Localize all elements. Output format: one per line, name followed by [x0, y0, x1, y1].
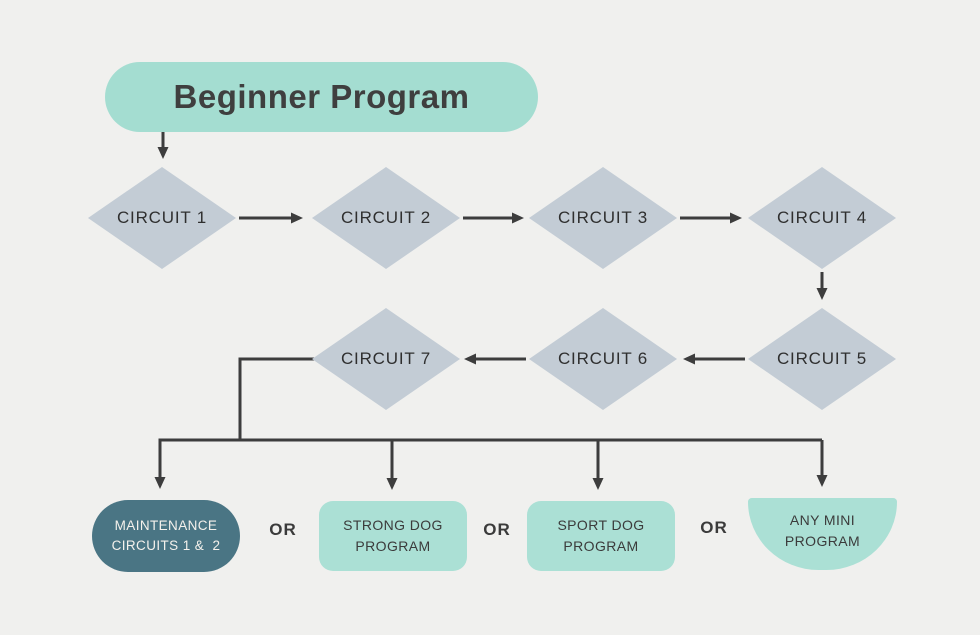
- outcome-maintenance-circuits: MAINTENANCE CIRCUITS 1 & 2: [92, 500, 240, 572]
- outcome-label-line2: PROGRAM: [784, 533, 861, 549]
- outcome-label-line1: ANY MINI: [789, 512, 856, 528]
- node-label: CIRCUIT 5: [776, 349, 867, 368]
- outcome-label-line1: SPORT DOG: [557, 517, 645, 533]
- or-separator-1: OR: [269, 520, 297, 539]
- elbow-circuit7-to-bus: [238, 357, 315, 441]
- node-label: CIRCUIT 7: [340, 349, 431, 368]
- page-title: Beginner Program: [173, 78, 470, 115]
- outcome-label-line1: MAINTENANCE: [114, 517, 218, 533]
- node-label: CIRCUIT 6: [557, 349, 648, 368]
- header-pill: Beginner Program: [105, 62, 538, 132]
- or-separator-3: OR: [700, 518, 728, 537]
- outcome-label-line1: STRONG DOG: [343, 517, 443, 533]
- node-label: CIRCUIT 4: [776, 208, 867, 227]
- outcome-label-line2: PROGRAM: [355, 538, 431, 554]
- outcome-sport-dog-program: SPORT DOG PROGRAM: [527, 501, 675, 571]
- outcome-strong-dog-program: STRONG DOG PROGRAM: [319, 501, 467, 571]
- outcome-label-line2: CIRCUITS 1 & 2: [111, 538, 221, 553]
- node-label: CIRCUIT 2: [340, 208, 431, 227]
- node-label: CIRCUIT 1: [116, 208, 207, 227]
- outcome-label-line2: PROGRAM: [563, 538, 639, 554]
- or-separator-2: OR: [483, 520, 511, 539]
- node-label: CIRCUIT 3: [557, 208, 648, 227]
